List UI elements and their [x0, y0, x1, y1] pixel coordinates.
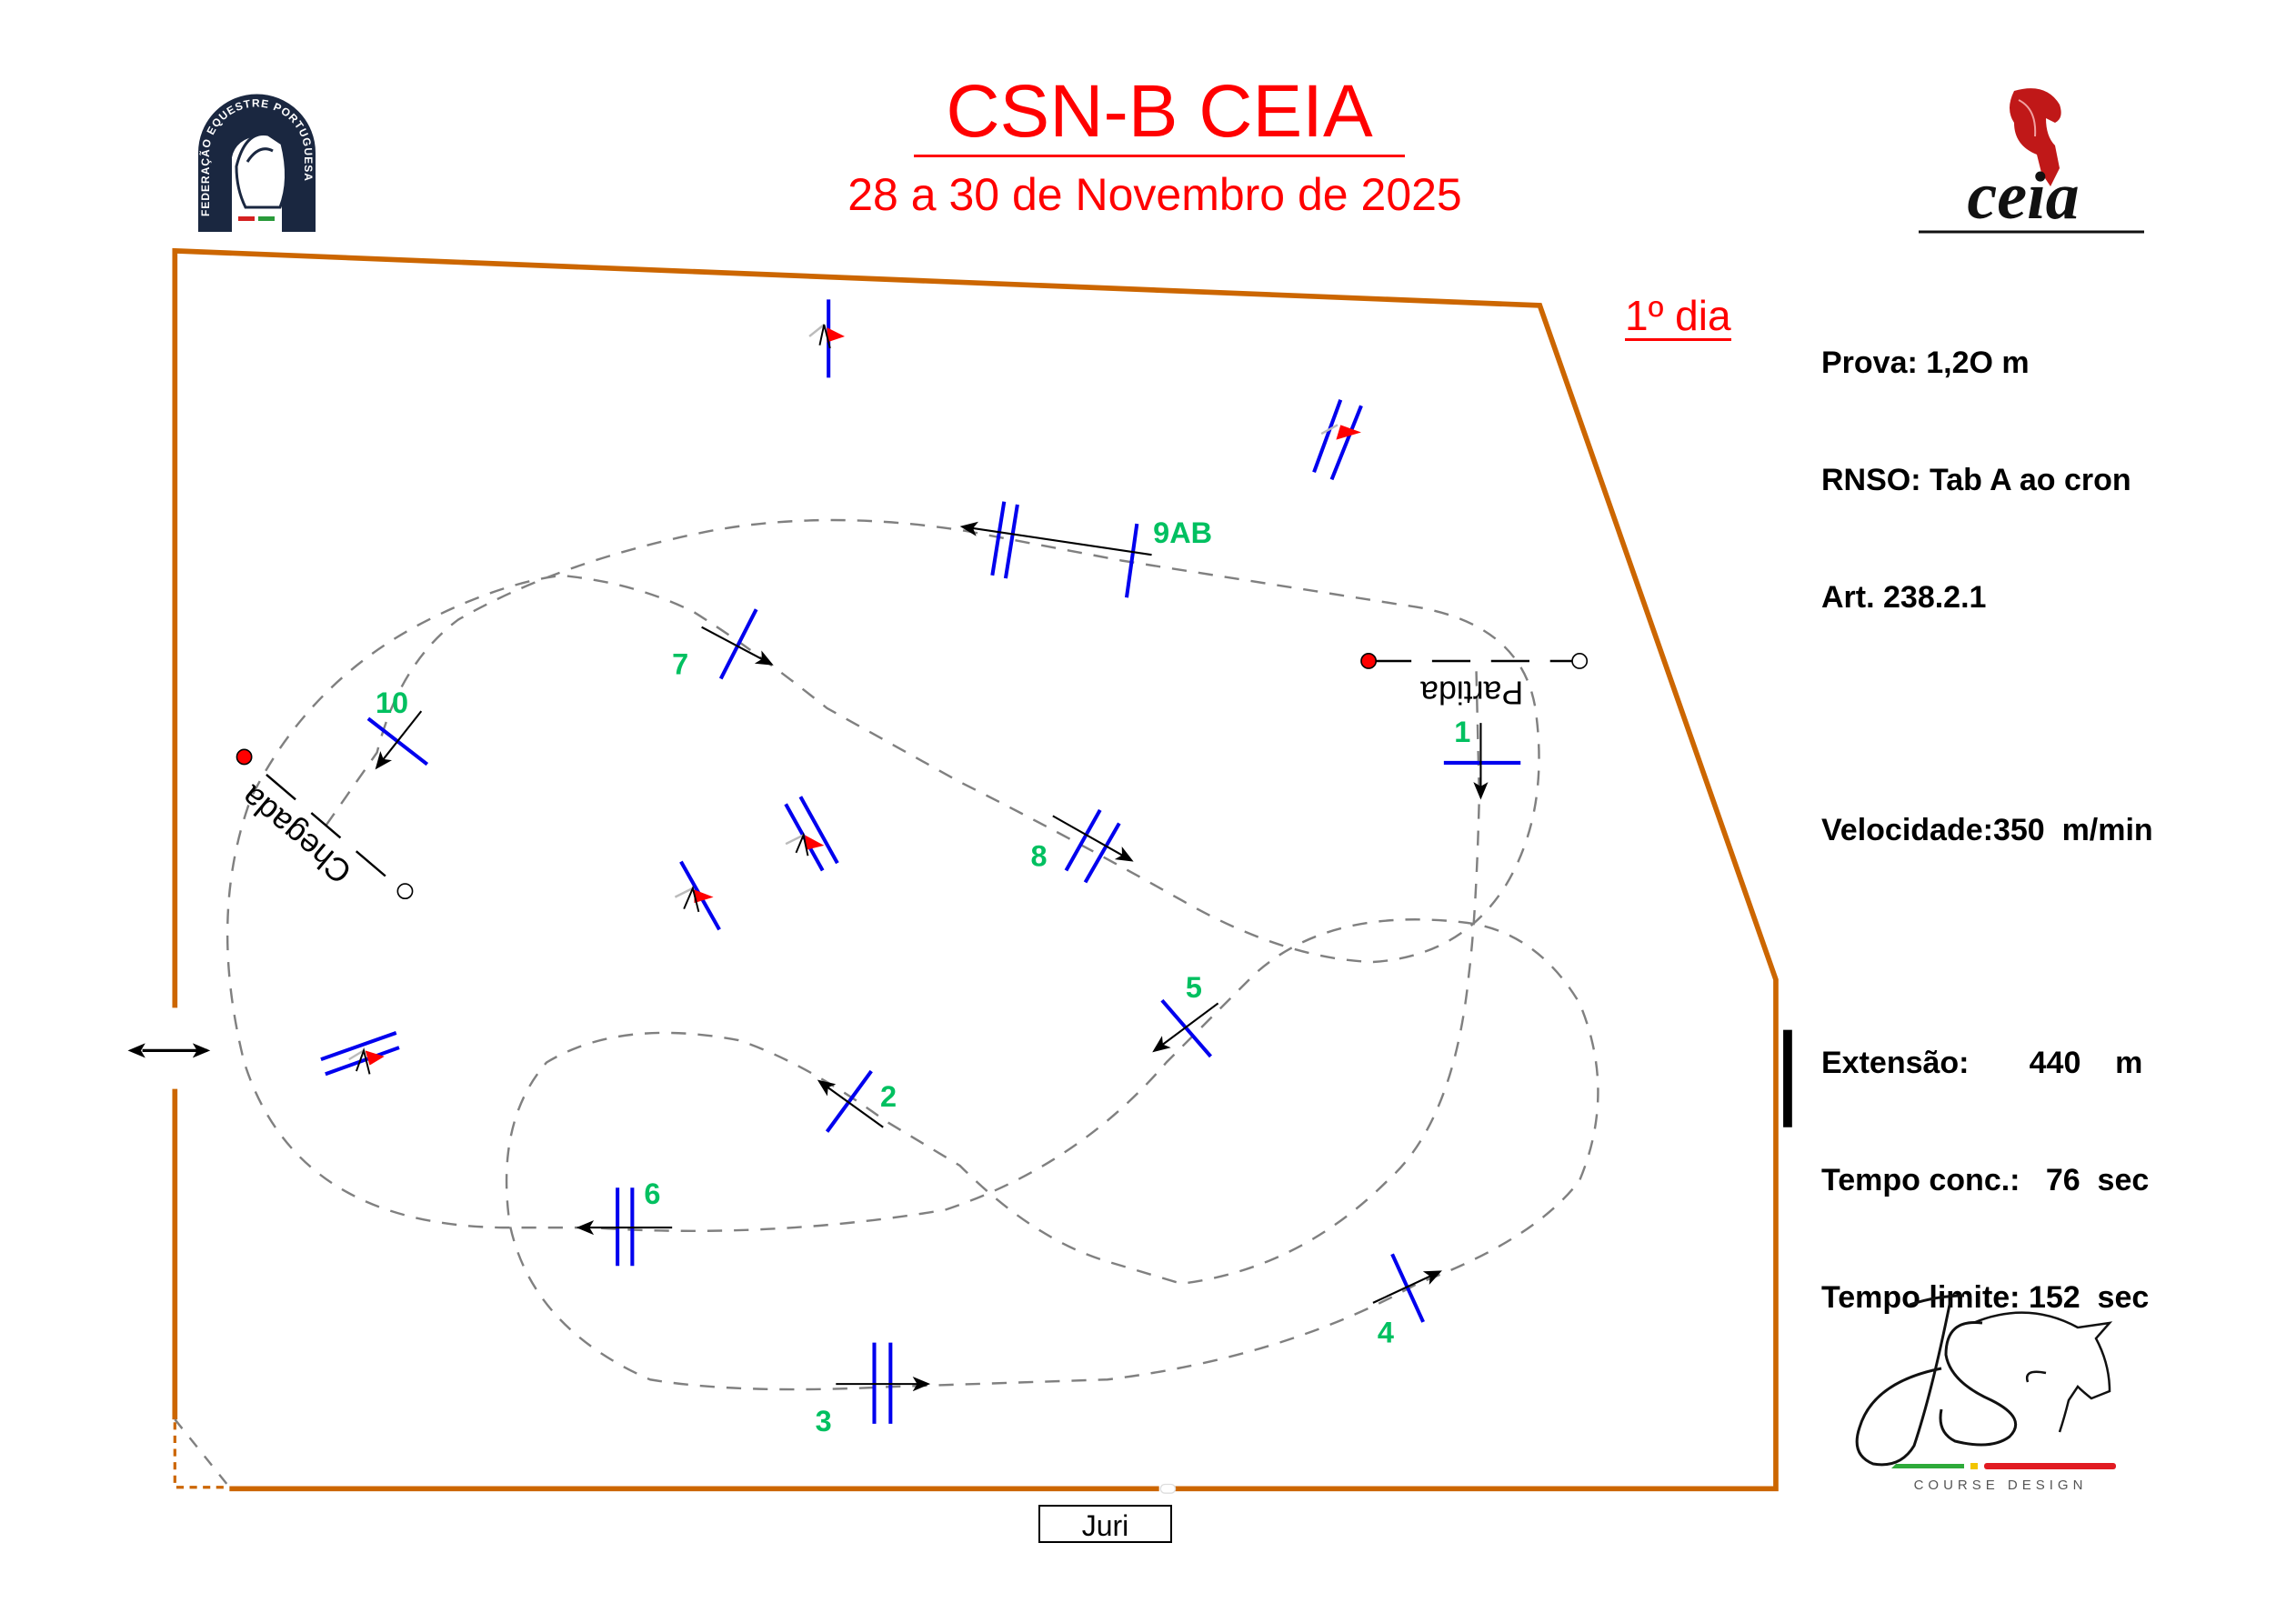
- event-title: CSN-B CEIA: [914, 71, 1405, 157]
- day-label: 1º dia: [1625, 292, 1731, 341]
- flagged-fence: [1312, 399, 1363, 481]
- finish-red-marker: [236, 748, 253, 766]
- fence-number: 5: [1186, 971, 1202, 1004]
- info-time-allowed: Tempo conc.: 76 sec: [1821, 1163, 2150, 1197]
- flagged-fence: [320, 1030, 400, 1077]
- info-spacer: [1821, 928, 2153, 966]
- fence-number: 6: [644, 1177, 660, 1210]
- info-prova: Prova: 1,2O m: [1821, 346, 2030, 380]
- flagged-fence: [808, 299, 846, 378]
- fence-number: 2: [880, 1080, 897, 1113]
- start-label: Partida: [1420, 675, 1523, 711]
- fence-number: 9AB: [1153, 516, 1212, 549]
- jury-gate-gap: [1159, 1483, 1177, 1494]
- finish-white-marker: [396, 883, 414, 900]
- corner-cut-line: [174, 1418, 231, 1488]
- course-track: [226, 518, 1599, 1391]
- course-designer-logo: COURSE DESIGN: [1855, 1294, 2116, 1493]
- info-spacer: [1821, 696, 2153, 733]
- info-rnso: RNSO: Tab A ao cron: [1821, 463, 2131, 497]
- flagged-fence: [674, 860, 721, 931]
- flagged-fence: [784, 796, 839, 872]
- fence-number: 7: [672, 648, 688, 681]
- info-article: Art. 238.2.1: [1821, 580, 1987, 615]
- ceia-logo-text: ceia: [1967, 159, 2079, 234]
- fence-number: 3: [816, 1405, 832, 1438]
- start-red-marker: [1360, 653, 1378, 669]
- fence-6[interactable]: 6: [576, 1177, 673, 1267]
- arena-border: [172, 247, 1779, 1492]
- fence-3[interactable]: 3: [816, 1342, 931, 1438]
- jury-box: Juri: [1038, 1505, 1172, 1543]
- info-speed: Velocidade:350 m/min: [1821, 813, 2153, 847]
- fence-number: 10: [376, 686, 408, 719]
- finish-label: Chegada: [234, 778, 358, 891]
- side-marker-bar: [1783, 1029, 1792, 1127]
- fence-4[interactable]: 4: [1372, 1253, 1442, 1349]
- fence-number: 4: [1378, 1317, 1394, 1349]
- fence-9ab[interactable]: 9AB: [959, 501, 1212, 598]
- ceia-logo: ceia: [1919, 88, 2144, 234]
- fence-8[interactable]: 8: [1030, 808, 1134, 884]
- federation-logo: FEDERAÇÃO EQUESTRE PORTUGUESA: [198, 94, 316, 232]
- start-line: Partida: [1360, 653, 1589, 711]
- info-time-limit: Tempo limite: 152 sec: [1821, 1280, 2150, 1315]
- fence-1[interactable]: 1: [1443, 716, 1521, 800]
- course-designer-caption: COURSE DESIGN: [1914, 1478, 2088, 1493]
- fence-10[interactable]: 10: [366, 686, 429, 770]
- fence-5[interactable]: 5: [1152, 971, 1219, 1058]
- course-info: Prova: 1,2O m RNSO: Tab A ao cron Art. 2…: [1821, 265, 2153, 1357]
- info-length: Extensão: 440 m: [1821, 1046, 2143, 1080]
- finish-line: Chegada: [234, 748, 414, 900]
- fence-2[interactable]: 2: [817, 1069, 897, 1133]
- fence-number: 1: [1454, 716, 1470, 748]
- start-white-marker: [1571, 653, 1589, 669]
- fence-number: 8: [1030, 840, 1047, 873]
- fence-7[interactable]: 7: [672, 608, 774, 681]
- event-dates: 28 a 30 de Novembro de 2025: [847, 169, 1462, 220]
